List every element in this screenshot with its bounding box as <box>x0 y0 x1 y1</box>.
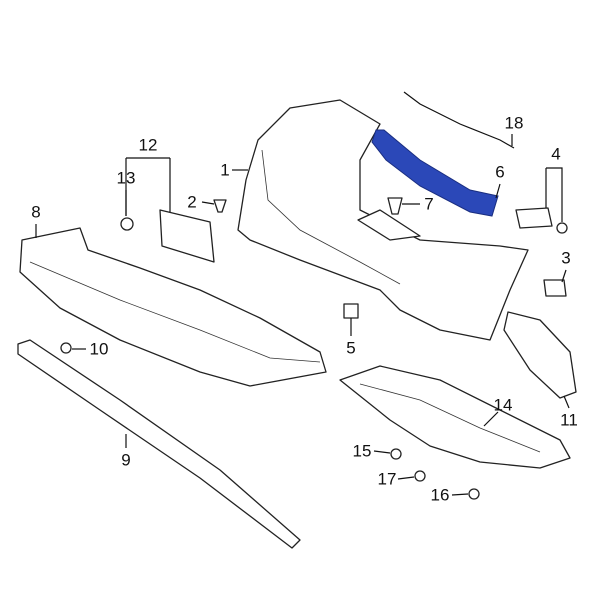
callout-17: 17 <box>377 469 397 489</box>
part-8-lower-cover[interactable] <box>19 227 327 387</box>
part-7-clip[interactable] <box>387 197 403 215</box>
leader-lines <box>35 134 570 496</box>
callout-6: 6 <box>495 162 505 182</box>
callout-10: 10 <box>89 339 109 359</box>
part-18-strip[interactable] <box>403 91 515 149</box>
callout-4: 4 <box>551 144 561 164</box>
part-6-highlighted[interactable] <box>371 129 499 217</box>
callout-3: 3 <box>561 248 571 268</box>
callout-9: 9 <box>121 450 131 470</box>
part-4-bracket[interactable] <box>515 207 553 229</box>
callout-5: 5 <box>346 338 356 358</box>
part-9-strip[interactable] <box>17 339 301 549</box>
part-10-clip[interactable] <box>60 342 72 354</box>
part-12-bracket[interactable] <box>159 209 215 263</box>
part-2-clip[interactable] <box>213 199 227 213</box>
callout-18: 18 <box>504 113 524 133</box>
callout-1: 1 <box>220 160 230 180</box>
callout-14: 14 <box>493 395 513 415</box>
part-5-clip[interactable] <box>343 303 359 319</box>
part-3-bracket[interactable] <box>543 279 567 297</box>
part-15-fastener[interactable] <box>390 448 402 460</box>
callout-7: 7 <box>424 194 434 214</box>
callout-8: 8 <box>31 202 41 222</box>
part-14-undercover[interactable] <box>339 365 571 469</box>
callout-13: 13 <box>116 168 136 188</box>
part-16-fastener[interactable] <box>468 488 480 500</box>
callout-15: 15 <box>352 441 372 461</box>
part-17-fastener[interactable] <box>414 470 426 482</box>
callout-11: 11 <box>560 410 578 430</box>
callout-16: 16 <box>430 485 450 505</box>
callout-2: 2 <box>187 192 197 212</box>
part-11-grille[interactable] <box>503 311 577 399</box>
part-13-bolt[interactable] <box>120 217 134 231</box>
callout-12: 12 <box>138 135 158 155</box>
part-1-bumper-cover[interactable] <box>237 99 529 341</box>
